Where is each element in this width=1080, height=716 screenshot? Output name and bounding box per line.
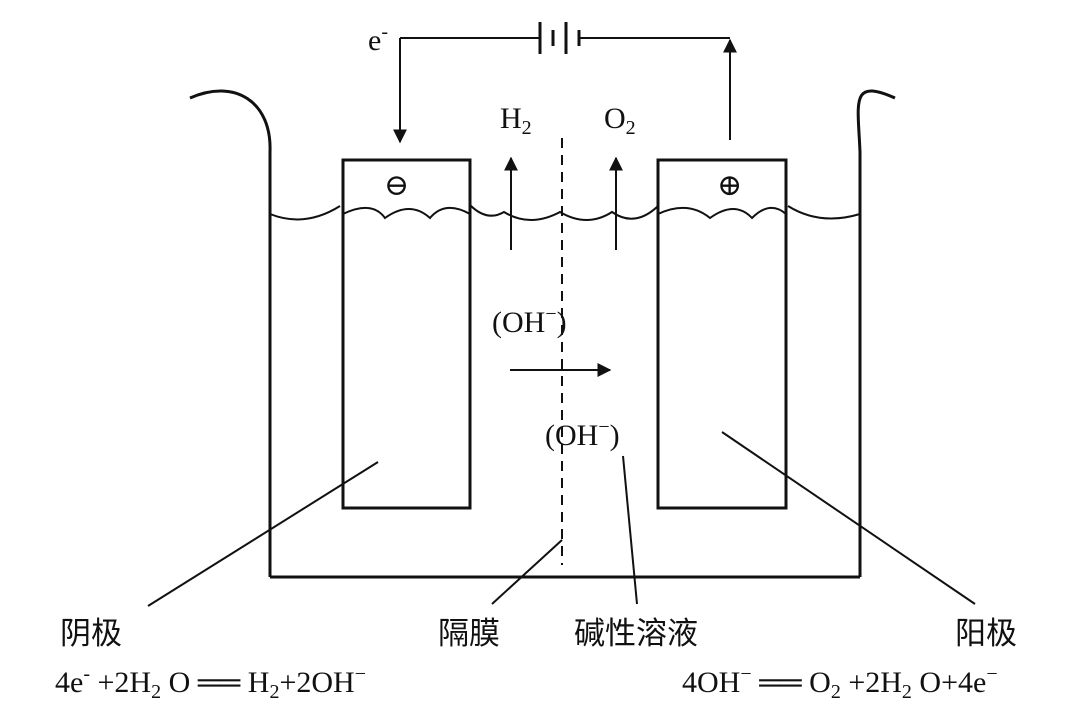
cathode-plate: ⊖ (341, 158, 472, 510)
electrolysis-tank (189, 89, 896, 579)
cathode-equation: 4e- +2H2 O ══ H2+2OH− (55, 663, 366, 703)
tank-wall-right (856, 89, 896, 577)
cathode-rect (341, 158, 472, 510)
solution-name: 碱性溶液 (574, 616, 698, 652)
h2-label: H2 (500, 102, 532, 139)
cathode-surface-waves (342, 207, 471, 220)
cathode-leader (147, 461, 379, 607)
anode-plate: ⊕ (656, 158, 788, 510)
tank-wall-left (189, 89, 272, 577)
membrane-leader (491, 539, 563, 605)
solution-ion-label: (OH−) (545, 416, 620, 452)
membrane-name: 隔膜 (438, 616, 500, 652)
battery-circuit (393, 22, 737, 144)
anode-name: 阳极 (955, 616, 1017, 652)
cathode-sign: ⊖ (384, 169, 409, 202)
anode-equation: 4OH− ══ O2 +2H2 O+4e− (682, 663, 998, 703)
solution-leader (622, 455, 638, 605)
anode-sign: ⊕ (717, 169, 742, 202)
anode-leader (721, 431, 976, 605)
anode-rect (656, 158, 788, 510)
o2-label: O2 (604, 102, 636, 139)
electron-label: e- (368, 21, 388, 57)
anode-surface-waves (657, 207, 787, 220)
liquid-surface (269, 204, 861, 221)
moving-ion-label: (OH−) (492, 303, 567, 339)
cathode-name: 阴极 (60, 616, 122, 652)
